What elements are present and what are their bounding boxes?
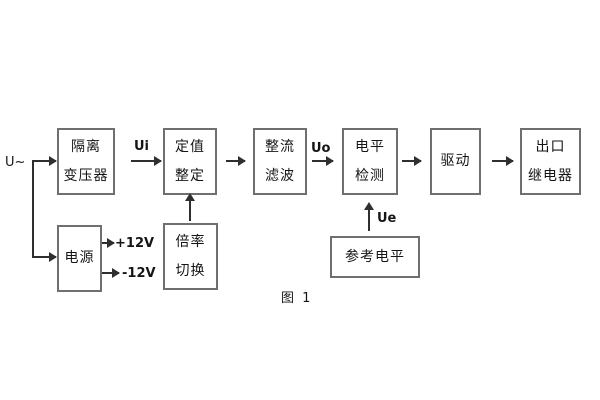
label-ui: Ui: [134, 139, 150, 154]
block-label-line: 检测: [355, 167, 385, 184]
block-label-line: 滤波: [265, 167, 295, 184]
label-minus-12v: -12V: [122, 266, 156, 281]
figure-caption: 图 1: [281, 291, 313, 306]
block-rectifier-filter: 整流 滤波: [253, 128, 307, 195]
block-label-line: 电源: [64, 250, 95, 266]
block-label-line: 电平: [355, 138, 385, 155]
label-input-voltage: U~: [5, 155, 26, 170]
block-label-line: 变压器: [63, 167, 109, 184]
arrow-input-to-isolation-transformer: [33, 156, 57, 166]
block-driver: 驱动: [430, 128, 481, 195]
label-ue: Ue: [377, 211, 397, 226]
block-label-line: 驱动: [440, 153, 471, 169]
wire-input-branch-vertical: [32, 160, 34, 258]
arrow-power-minus12v: [102, 268, 120, 278]
arrow-level-detection-to-driver: [402, 156, 422, 166]
arrow-reference-level-to-level-detection: [364, 202, 374, 231]
label-plus-12v: +12V: [115, 236, 155, 251]
block-label-line: 切换: [175, 262, 206, 279]
arrow-driver-to-output-relay: [492, 156, 514, 166]
block-ratio-switch: 倍率 切换: [163, 223, 218, 290]
block-output-relay: 出口 继电器: [520, 128, 581, 195]
arrow-ratio-switch-to-setpoint: [185, 193, 195, 221]
arrow-power-plus12v: [102, 238, 115, 248]
arrow-rectifier-to-level-detection: [312, 156, 334, 166]
block-reference-level: 参考电平: [330, 236, 420, 278]
block-label-line: 参考电平: [345, 248, 405, 265]
block-setpoint-setting: 定值 整定: [163, 128, 217, 195]
block-label-line: 出口: [535, 138, 566, 155]
block-label-line: 整流: [265, 138, 295, 155]
block-label-line: 继电器: [528, 167, 573, 184]
arrow-isolation-to-setpoint: [131, 156, 162, 166]
arrow-setpoint-to-rectifier: [226, 156, 246, 166]
block-label-line: 定值: [175, 138, 205, 155]
arrow-input-to-power-supply: [33, 252, 57, 262]
block-level-detection: 电平 检测: [342, 128, 398, 195]
block-label-line: 整定: [175, 167, 205, 184]
block-label-line: 隔离: [71, 138, 101, 155]
label-uo: Uo: [311, 141, 331, 156]
block-power-supply: 电源: [57, 225, 102, 292]
block-label-line: 倍率: [175, 233, 206, 250]
block-isolation-transformer: 隔离 变压器: [57, 128, 115, 195]
